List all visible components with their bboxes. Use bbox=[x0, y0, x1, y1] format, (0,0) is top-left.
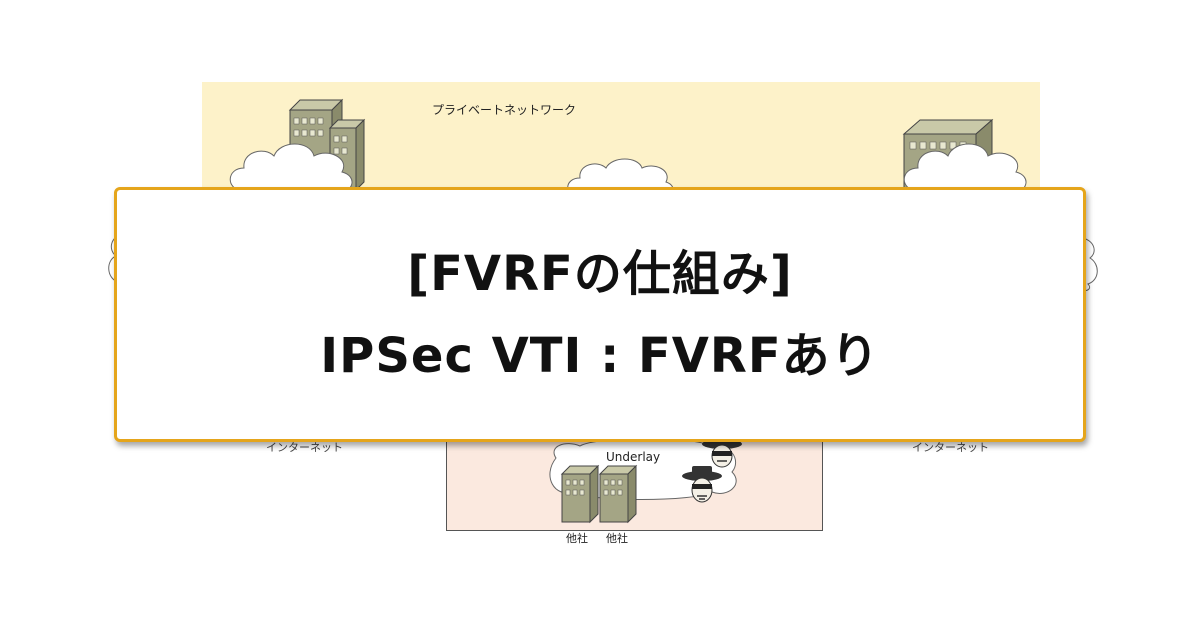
cloud-icon bbox=[229, 143, 353, 193]
underlay-label: Underlay bbox=[606, 450, 661, 464]
building-icon bbox=[560, 464, 600, 524]
other-company-label: 他社 bbox=[566, 532, 588, 545]
other-company-label: 他社 bbox=[606, 532, 628, 545]
cloud-icon bbox=[903, 143, 1027, 193]
title-card: [FVRFの仕組み] IPSec VTI : FVRFあり bbox=[114, 187, 1086, 442]
internet-label-right: インターネット bbox=[912, 441, 989, 454]
title-line-1: [FVRFの仕組み] bbox=[407, 245, 793, 302]
internet-label-left: インターネット bbox=[266, 441, 343, 454]
title-line-2: IPSec VTI : FVRFあり bbox=[320, 327, 880, 384]
private-network-label: プライベートネットワーク bbox=[432, 103, 577, 117]
hacker-icon bbox=[682, 466, 722, 503]
building-icon bbox=[598, 464, 638, 524]
